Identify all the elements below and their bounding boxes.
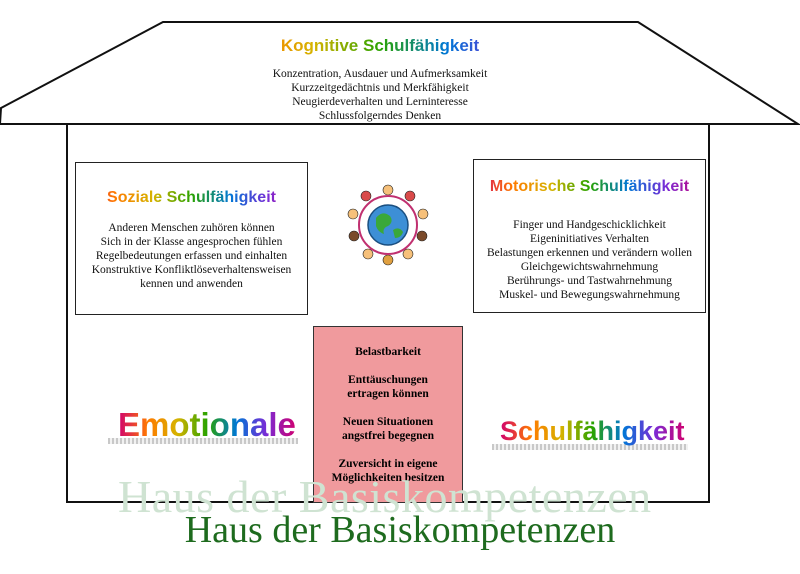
motor-line: Muskel- und Bewegungswahrnehmung xyxy=(499,289,680,301)
social-line: Regelbedeutungen erfassen und einhalten xyxy=(95,250,288,262)
emotional-line: Zuversicht in eigene Möglichkeiten besit… xyxy=(331,458,445,484)
social-list: Anderen Menschen zuhören können Sich in … xyxy=(76,221,307,291)
emotional-line: Neuen Situationen angstfrei begegnen xyxy=(341,416,435,442)
emotional-word-shadow xyxy=(108,438,298,444)
motor-line: Eigeninitiatives Verhalten xyxy=(530,233,649,245)
ghost-title: Haus der Basiskompetenzen xyxy=(118,471,652,522)
motor-title: Motorische Schulfähigkeit xyxy=(474,178,705,196)
motor-line: Finger und Handgeschicklichkeit xyxy=(513,219,666,231)
cognitive-line: Neugierdeverhalten und Lerninteresse xyxy=(292,96,468,108)
main-title: Haus der Basiskompetenzen xyxy=(184,509,616,551)
motor-line: Gleichgewichtswahrnehmung xyxy=(520,261,659,273)
emotional-line: Belastbarkeit xyxy=(355,346,421,358)
schulfaehigkeit-word-shadow xyxy=(492,444,688,450)
globe-with-children-icon xyxy=(347,184,429,266)
cognitive-line: Schlussfolgerndes Denken xyxy=(318,110,442,122)
emotional-line: Enttäuschungen ertragen können xyxy=(347,374,429,400)
motor-list: Finger und Handgeschicklichkeit Eigenini… xyxy=(474,218,705,302)
emotional-word: Emotionale xyxy=(118,406,296,443)
cognitive-line: Kurzzeitgedächtnis und Merkfähigkeit xyxy=(291,82,469,94)
social-line: kennen und anwenden xyxy=(140,278,243,290)
motor-box: Motorische Schulfähigkeit Finger und Han… xyxy=(473,159,706,313)
social-box: Soziale Schulfähigkeit Anderen Menschen … xyxy=(75,162,308,315)
motor-line: Belastungen erkennen und verändern wolle… xyxy=(486,247,692,259)
social-line: Sich in der Klasse angesprochen fühlen xyxy=(100,236,283,248)
emotional-box: Belastbarkeit Enttäuschungen ertragen kö… xyxy=(313,326,463,503)
cognitive-list: Konzentration, Ausdauer und Aufmerksamke… xyxy=(180,67,580,123)
schulfaehigkeit-word: Schulfähigkeit xyxy=(500,416,685,446)
social-title: Soziale Schulfähigkeit xyxy=(76,189,307,207)
social-line: Konstruktive Konfliktlöseverhaltensweise… xyxy=(91,264,292,276)
cognitive-line: Konzentration, Ausdauer und Aufmerksamke… xyxy=(272,68,488,80)
motor-line: Berührungs- und Tastwahrnehmung xyxy=(506,275,673,287)
house-roof xyxy=(0,21,800,125)
cognitive-title: Kognitive Schulfähigkeit xyxy=(180,36,580,56)
social-line: Anderen Menschen zuhören können xyxy=(108,222,275,234)
